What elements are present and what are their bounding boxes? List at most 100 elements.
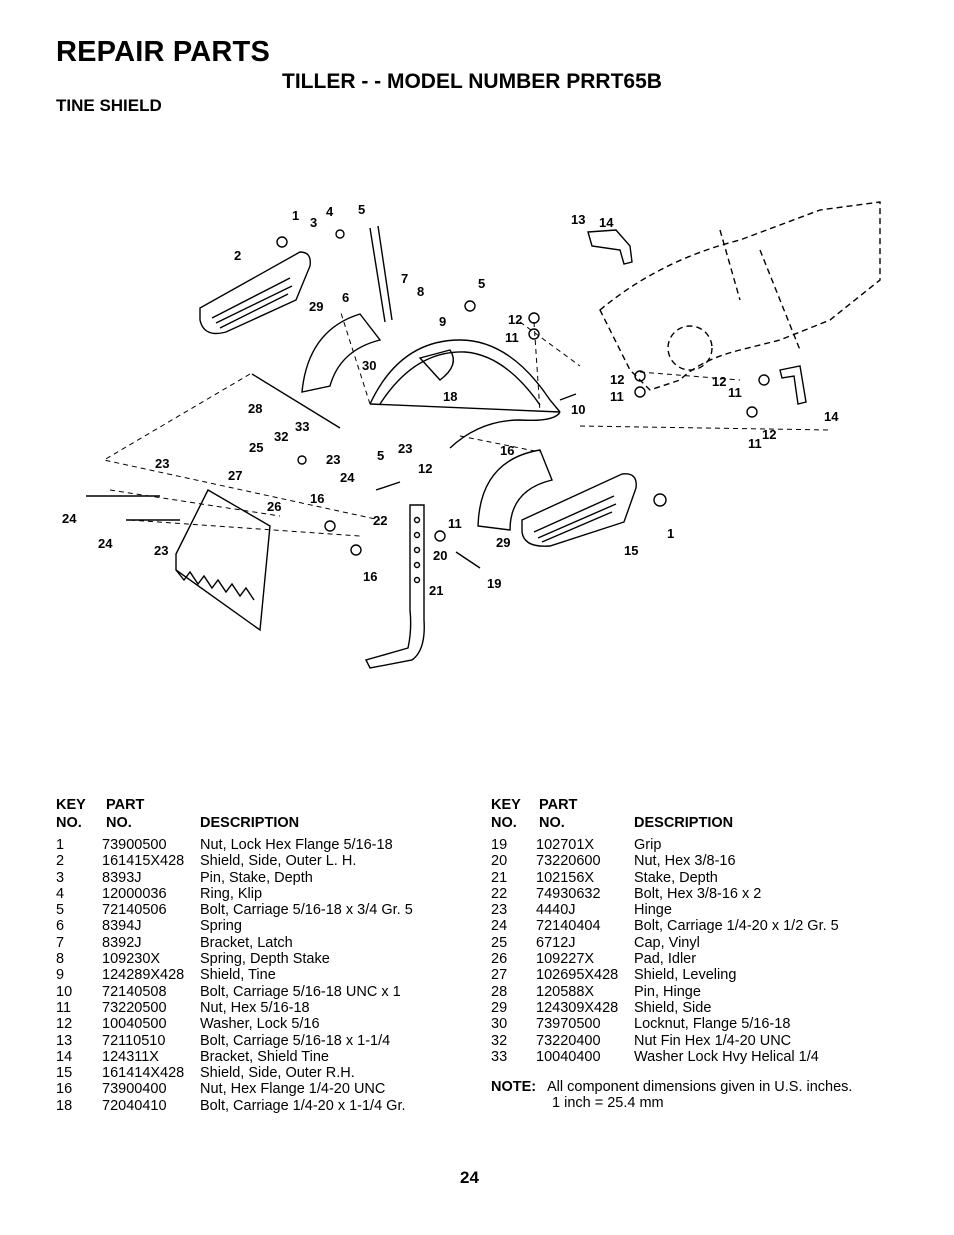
part-number: 10040500	[102, 1016, 167, 1033]
part-number: 73970500	[536, 1016, 601, 1033]
key-number: 11	[56, 999, 72, 1016]
key-header-bottom: NO.	[491, 815, 517, 831]
part-number: 8392J	[102, 934, 142, 951]
part-number: 109230X	[102, 951, 161, 968]
note-label: NOTE:	[491, 1079, 537, 1095]
part-number: 120588X	[536, 983, 595, 1000]
svg-text:5: 5	[358, 202, 365, 217]
part-number: 72140506	[102, 902, 167, 919]
outer-side-shield-left	[199, 251, 311, 335]
key-number: 2	[56, 853, 65, 870]
svg-text:11: 11	[748, 436, 762, 451]
note-line-1: All component dimensions given in U.S. i…	[547, 1079, 853, 1095]
part-number: 72140508	[102, 983, 167, 1000]
svg-text:29: 29	[496, 535, 510, 550]
part-description: Nut, Hex Flange 1/4-20 UNC	[200, 1081, 386, 1098]
part-number: 161414X428	[102, 1065, 185, 1082]
key-number: 1	[56, 837, 65, 853]
description-header: DESCRIPTION	[634, 815, 734, 831]
part-description: Washer, Lock 5/16	[200, 1016, 320, 1033]
svg-text:10: 10	[571, 402, 585, 417]
part-number: 102701X	[536, 837, 595, 853]
part-description: Stake, Depth	[634, 869, 718, 886]
svg-text:1: 1	[292, 208, 299, 223]
part-number: 109227X	[536, 951, 595, 968]
part-number: 73220600	[536, 853, 601, 870]
part-number: 124289X428	[102, 967, 185, 984]
key-number: 9	[56, 967, 65, 984]
svg-text:23: 23	[398, 441, 412, 456]
part-description: Pad, Idler	[634, 951, 697, 968]
svg-text:7: 7	[401, 271, 408, 286]
part-number: 72140404	[536, 918, 601, 935]
key-number: 8	[56, 951, 65, 968]
part-number: 73220500	[102, 999, 167, 1016]
part-description: Shield, Tine	[200, 967, 276, 984]
outer-side-shield-right	[521, 473, 637, 547]
part-description: Nut, Hex 5/16-18	[200, 999, 310, 1016]
key-number: 30	[491, 1016, 508, 1033]
key-number: 23	[491, 902, 508, 919]
svg-text:12: 12	[508, 312, 522, 327]
key-number: 7	[56, 934, 65, 951]
svg-text:2: 2	[234, 248, 241, 263]
svg-text:29: 29	[309, 299, 323, 314]
svg-text:16: 16	[500, 443, 514, 458]
svg-text:6: 6	[342, 290, 349, 305]
svg-text:21: 21	[429, 583, 443, 598]
svg-text:23: 23	[155, 456, 169, 471]
svg-text:25: 25	[249, 440, 263, 455]
part-description: Spring, Depth Stake	[200, 951, 330, 968]
part-number: 124309X428	[536, 999, 619, 1016]
key-number: 10	[56, 983, 73, 1000]
key-number: 13	[56, 1032, 73, 1049]
page-number: 24	[460, 1168, 479, 1187]
part-number: 102156X	[536, 869, 595, 886]
part-description: Bracket, Latch	[200, 934, 293, 951]
part-description: Nut Fin Hex 1/4-20 UNC	[634, 1032, 792, 1049]
part-number: 12000036	[102, 885, 167, 902]
part-number: 72110510	[102, 1032, 166, 1049]
part-description: Spring	[200, 918, 242, 935]
part-description: Shield, Side, Outer L. H.	[200, 853, 357, 870]
part-description: Shield, Side, Outer R.H.	[200, 1065, 355, 1082]
key-number: 18	[56, 1097, 73, 1114]
svg-text:32: 32	[274, 429, 288, 444]
svg-text:11: 11	[728, 385, 742, 400]
part-description: Bolt, Carriage 5/16-18 x 1-1/4	[200, 1032, 391, 1049]
key-number: 26	[491, 951, 508, 968]
key-header-bottom: NO.	[56, 815, 82, 831]
part-description: Hinge	[634, 902, 672, 919]
key-number: 12	[56, 1016, 73, 1033]
part-description: Nut, Lock Hex Flange 5/16-18	[200, 837, 393, 853]
tiller-frame	[599, 201, 881, 391]
part-number: 6712J	[536, 934, 576, 951]
section-heading: TINE SHIELD	[56, 96, 162, 115]
svg-text:23: 23	[154, 543, 168, 558]
part-description: Cap, Vinyl	[634, 934, 700, 951]
svg-text:22: 22	[373, 513, 387, 528]
svg-text:11: 11	[448, 516, 462, 531]
part-description: Shield, Side	[634, 999, 712, 1016]
svg-text:24: 24	[62, 511, 77, 526]
hinge-pin	[251, 373, 341, 429]
bracket-shield-tine-upper	[587, 229, 633, 265]
part-description: Pin, Stake, Depth	[200, 869, 313, 886]
key-number: 14	[56, 1048, 73, 1065]
part-description: Bolt, Carriage 1/4-20 x 1/2 Gr. 5	[634, 918, 839, 935]
key-number: 29	[491, 999, 508, 1016]
svg-text:3: 3	[310, 215, 317, 230]
part-number: 102695X428	[536, 967, 619, 984]
part-number: 73900400	[102, 1081, 167, 1098]
side-shield-left	[301, 313, 382, 393]
part-description: Washer Lock Hvy Helical 1/4	[634, 1048, 819, 1065]
svg-text:8: 8	[417, 284, 424, 299]
part-description: Locknut, Flange 5/16-18	[634, 1016, 791, 1033]
part-number: 10040400	[536, 1048, 601, 1065]
part-header-top: PART	[539, 797, 578, 813]
key-number: 22	[491, 885, 508, 902]
part-description: Ring, Klip	[200, 885, 263, 902]
key-number: 21	[491, 869, 508, 886]
svg-text:20: 20	[433, 548, 447, 563]
